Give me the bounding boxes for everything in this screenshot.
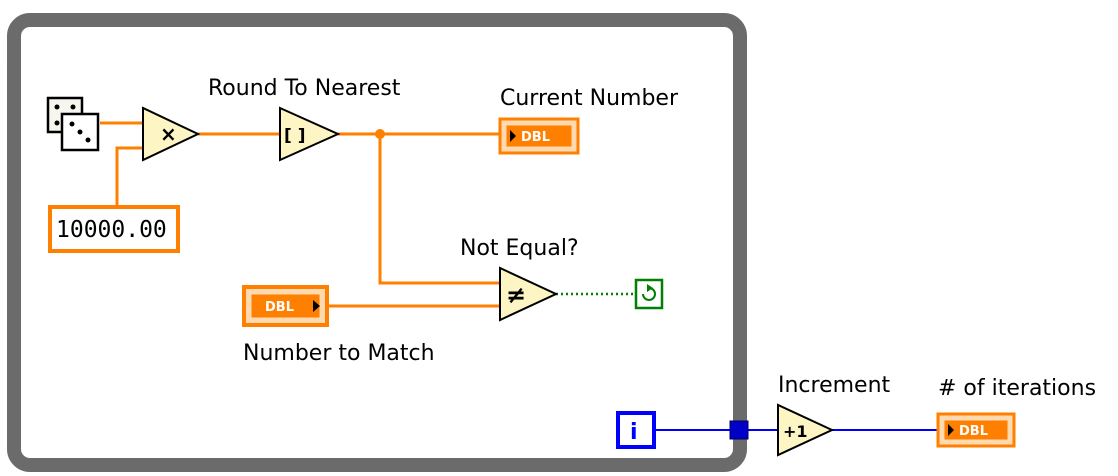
loop-continue-icon bbox=[642, 284, 656, 301]
increment-node[interactable]: +1 bbox=[777, 403, 835, 457]
increment-symbol: +1 bbox=[783, 422, 808, 441]
loop-condition-terminal[interactable] bbox=[634, 278, 664, 310]
numeric-wires bbox=[100, 121, 500, 308]
iterations-type: DBL bbox=[959, 424, 988, 439]
multiply-node[interactable]: × bbox=[142, 106, 201, 162]
indicator-arrow-icon bbox=[510, 130, 516, 142]
current-number-indicator[interactable]: DBL bbox=[498, 117, 580, 155]
wire-constant-to-multiply bbox=[115, 146, 143, 207]
increment-triangle bbox=[777, 403, 835, 457]
current-number-label: Current Number bbox=[500, 86, 679, 111]
control-arrow-icon bbox=[313, 300, 320, 312]
iteration-symbol: i bbox=[630, 420, 638, 445]
constant-node[interactable]: 10000.00 bbox=[48, 205, 180, 253]
not-equal-triangle bbox=[499, 266, 559, 322]
wire-round-to-not-equal bbox=[378, 134, 500, 285]
not-equal-label: Not Equal? bbox=[460, 236, 579, 261]
current-number-type: DBL bbox=[521, 130, 550, 145]
random-number-node[interactable] bbox=[46, 96, 100, 152]
round-label: Round To Nearest bbox=[208, 76, 401, 101]
round-triangle bbox=[279, 106, 341, 162]
number-to-match-label: Number to Match bbox=[243, 341, 435, 366]
not-equal-symbol: ≠ bbox=[506, 281, 526, 309]
while-loop-frame[interactable] bbox=[7, 13, 747, 472]
indicator-arrow-icon bbox=[948, 424, 954, 436]
constant-value: 10000.00 bbox=[56, 217, 167, 243]
loop-tunnel[interactable] bbox=[729, 420, 749, 440]
number-to-match-control[interactable]: DBL bbox=[242, 285, 329, 327]
iterations-label: # of iterations bbox=[938, 376, 1096, 401]
wire-junction bbox=[375, 129, 385, 139]
round-node[interactable]: [ ] bbox=[279, 106, 341, 162]
multiply-symbol: × bbox=[160, 122, 177, 146]
round-symbol: [ ] bbox=[284, 126, 305, 146]
multiply-triangle bbox=[142, 106, 201, 162]
iterations-indicator[interactable]: DBL bbox=[936, 412, 1016, 448]
number-to-match-type: DBL bbox=[265, 300, 294, 315]
iteration-terminal[interactable]: i bbox=[616, 411, 656, 449]
increment-label: Increment bbox=[778, 373, 891, 398]
dice-icon bbox=[46, 96, 100, 152]
not-equal-node[interactable]: ≠ bbox=[499, 266, 559, 322]
